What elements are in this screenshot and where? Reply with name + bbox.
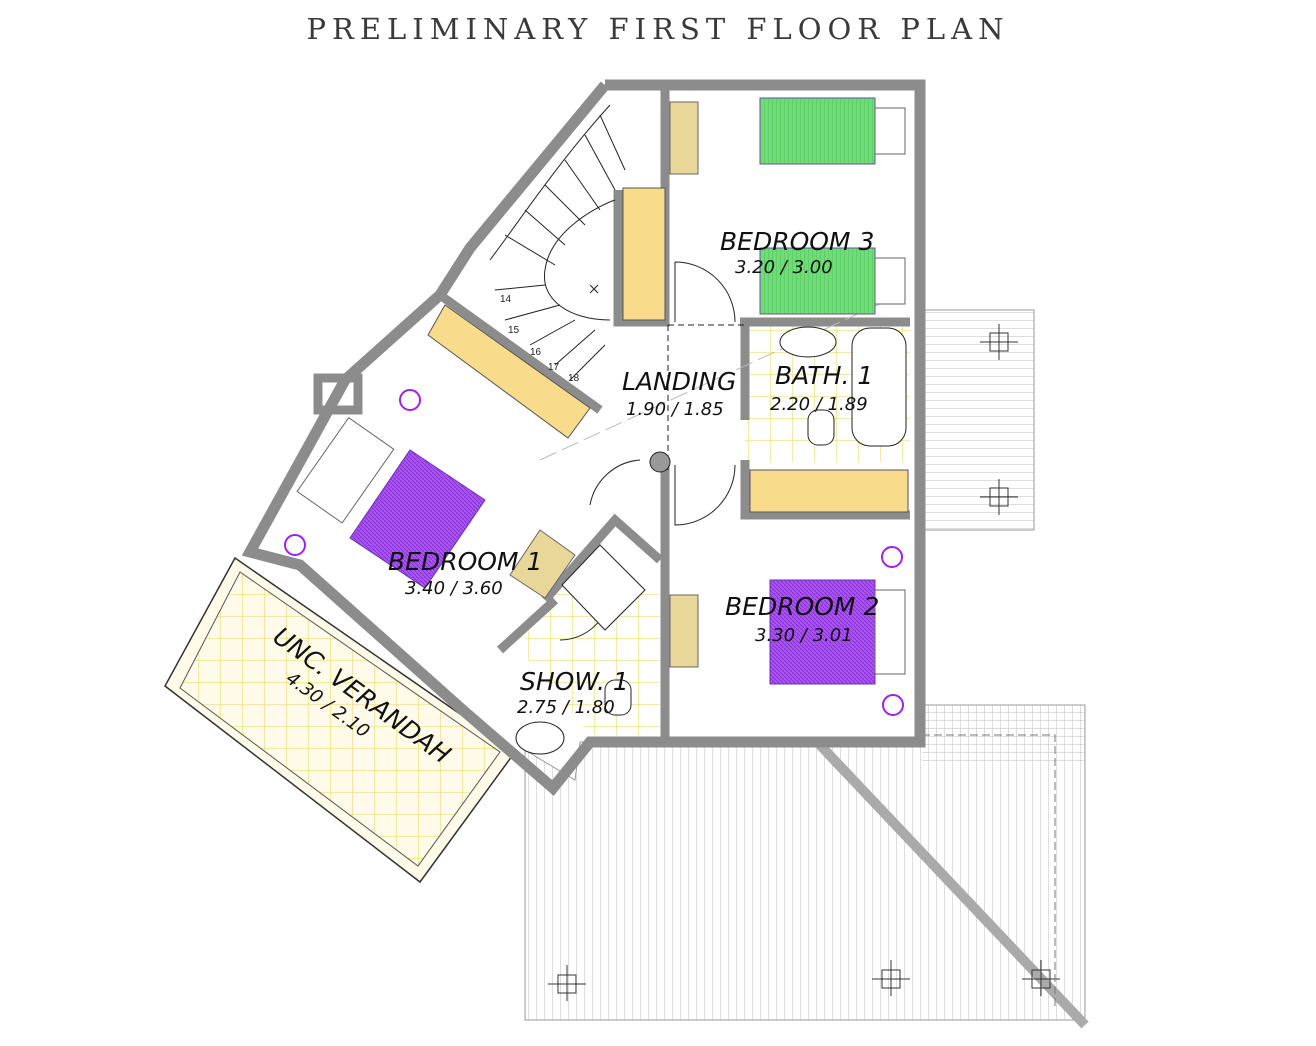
ceiling-lights (284, 389, 904, 716)
doors (559, 261, 745, 641)
room-size: 3.20 / 3.00 (735, 257, 833, 278)
label-bedroom3: BEDROOM 3 3.20 / 3.00 (720, 227, 874, 278)
bed-bedroom1 (296, 416, 486, 589)
right-deck (921, 309, 1035, 531)
verandah (164, 556, 517, 884)
fixtures (515, 326, 907, 755)
section-line (539, 289, 911, 461)
plan-title: PRELIMINARY FIRST FLOOR PLAN (306, 12, 1010, 46)
staircase (489, 104, 626, 381)
label-landing: LANDING 1.90 / 1.85 (622, 367, 736, 420)
label-bedroom1: BEDROOM 1 3.40 / 3.60 (388, 547, 542, 599)
bed-bedroom3-top (759, 97, 906, 165)
room-size: 3.40 / 3.60 (405, 578, 503, 599)
wardrobes (427, 187, 909, 513)
stair-number: 14 (500, 294, 512, 305)
label-bedroom2: BEDROOM 2 3.30 / 3.01 (725, 592, 879, 646)
room-name: BEDROOM 2 (725, 592, 879, 621)
stair-number: 18 (568, 373, 580, 384)
walls (241, 79, 926, 796)
stair-number: 17 (548, 362, 560, 373)
room-size: 2.75 / 1.80 (517, 697, 615, 718)
room-name: BATH. 1 (775, 361, 873, 390)
bed-bedroom3-bottom (759, 247, 906, 315)
bottom-deck (524, 704, 1089, 1029)
room-size: 2.20 / 1.89 (770, 394, 868, 415)
label-show1: SHOW. 1 2.75 / 1.80 (517, 667, 629, 718)
room-size: 1.90 / 1.85 (626, 399, 724, 420)
desks (509, 101, 699, 668)
room-name: SHOW. 1 (520, 667, 629, 696)
stair-number: 16 (530, 347, 542, 358)
room-name: BEDROOM 1 (388, 547, 542, 576)
room-name: BEDROOM 3 (720, 227, 874, 256)
bed-bedroom2 (769, 579, 906, 685)
room-name: LANDING (622, 367, 736, 396)
label-bath1: BATH. 1 2.20 / 1.89 (770, 361, 873, 415)
stair-number: 15 (508, 325, 520, 336)
room-size: 3.30 / 3.01 (755, 625, 853, 646)
